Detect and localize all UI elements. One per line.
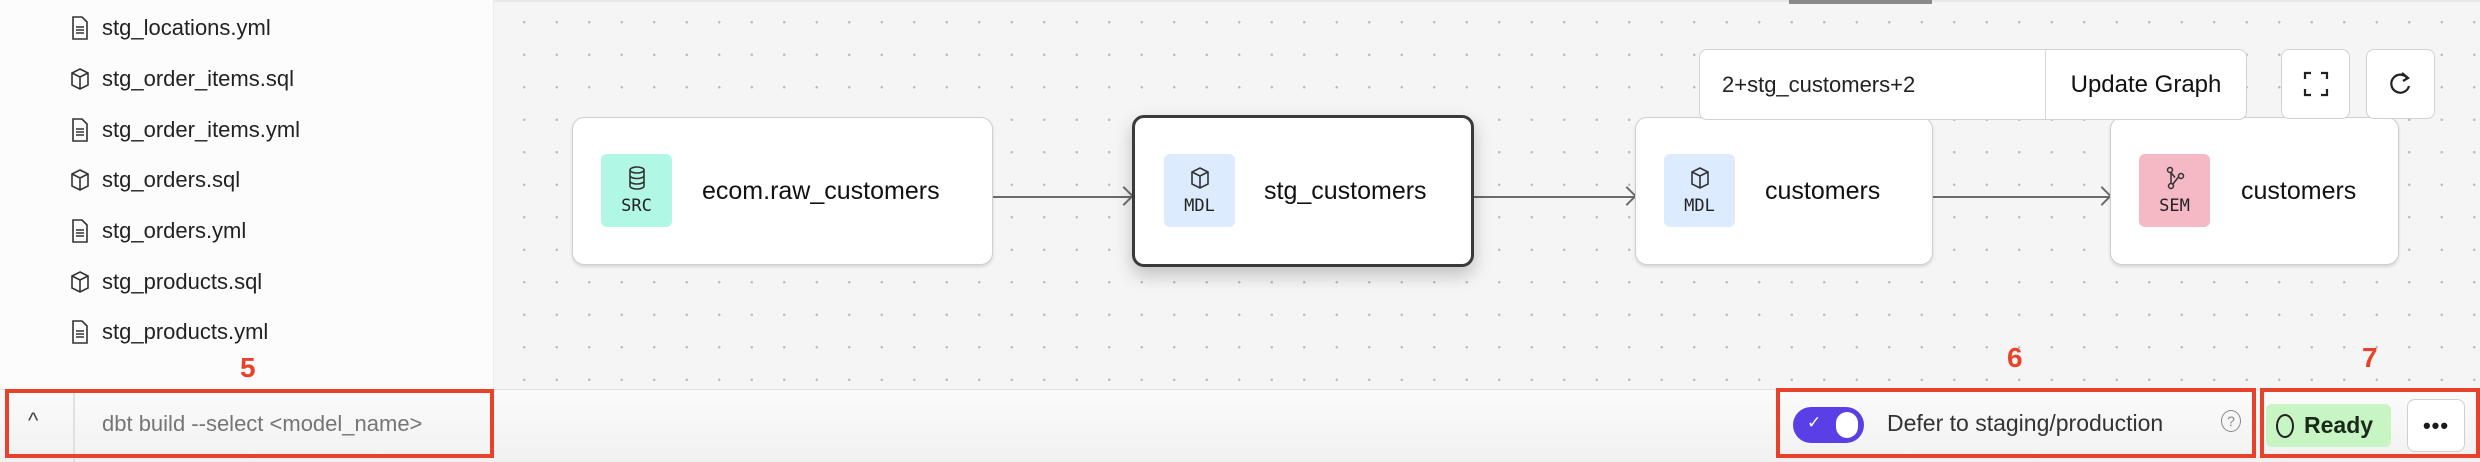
- annotation-box-5: [5, 389, 494, 458]
- node-label: stg_customers: [1264, 176, 1427, 205]
- annotation-box-7: [2260, 388, 2480, 458]
- status-text: Ready: [2304, 412, 2374, 438]
- file-name: stg_locations.yml: [102, 15, 271, 40]
- database-icon: [628, 165, 645, 190]
- file-name: stg_order_items.yml: [102, 117, 301, 142]
- edge: [993, 196, 1132, 198]
- cube-icon: [71, 169, 89, 191]
- update-graph-button[interactable]: Update Graph: [2046, 50, 2246, 119]
- file-text-icon: [72, 118, 88, 142]
- badge-label: SEM: [2159, 195, 2190, 216]
- node-type-badge: SRC: [601, 154, 672, 227]
- semantic-graph-icon: [2166, 166, 2184, 189]
- file-item[interactable]: stg_order_items.yml: [70, 110, 300, 150]
- refresh-button[interactable]: [2366, 49, 2435, 119]
- file-item[interactable]: stg_products.yml: [70, 312, 268, 352]
- check-icon: ✓: [1807, 413, 1822, 432]
- file-text-icon: [72, 219, 88, 243]
- defer-label: Defer to staging/production: [1887, 410, 2164, 436]
- node-label: ecom.raw_customers: [702, 176, 940, 205]
- cube-icon: [1690, 166, 1709, 189]
- badge-label: SRC: [621, 195, 652, 216]
- file-name: stg_products.sql: [102, 269, 263, 294]
- node-label: customers: [2241, 176, 2357, 205]
- toggle-knob: [1836, 412, 1858, 438]
- file-item[interactable]: stg_locations.yml: [70, 8, 271, 48]
- node-type-badge: MDL: [1164, 154, 1235, 227]
- graph-selector-group: Update Graph: [1699, 49, 2247, 120]
- help-icon[interactable]: ?: [2221, 410, 2241, 432]
- cube-icon: [1190, 166, 1209, 189]
- ellipsis-icon: •••: [2422, 412, 2450, 438]
- file-text-icon: [72, 16, 88, 40]
- badge-label: MDL: [1184, 195, 1215, 216]
- node-type-badge: SEM: [2139, 154, 2210, 227]
- cube-icon: [71, 271, 89, 293]
- annotation-label-6: 6: [2007, 342, 2023, 373]
- cube-icon: [71, 68, 89, 90]
- file-name: stg_orders.sql: [102, 167, 241, 192]
- graph-node-selected[interactable]: MDL stg_customers: [1132, 115, 1474, 267]
- command-input[interactable]: [90, 398, 490, 450]
- fullscreen-button[interactable]: [2281, 49, 2350, 119]
- file-name: stg_order_items.sql: [102, 66, 294, 91]
- more-options-button[interactable]: •••: [2407, 399, 2465, 452]
- status-circle-icon: [2276, 413, 2294, 438]
- graph-selector-input[interactable]: [1700, 50, 2046, 119]
- edge: [1933, 196, 2110, 198]
- annotation-label-7: 7: [2362, 342, 2378, 373]
- graph-node-semantic[interactable]: SEM customers: [2110, 117, 2399, 265]
- file-item[interactable]: stg_order_items.sql: [70, 59, 294, 99]
- file-item[interactable]: stg_products.sql: [70, 262, 262, 302]
- divider: [73, 389, 75, 462]
- node-type-badge: MDL: [1664, 154, 1735, 227]
- annotation-label-5: 5: [240, 352, 256, 383]
- node-label: customers: [1765, 176, 1881, 205]
- file-name: stg_products.yml: [102, 319, 269, 344]
- fullscreen-icon: [2303, 71, 2328, 97]
- expand-chevron-up-icon[interactable]: ^: [28, 408, 39, 433]
- defer-toggle[interactable]: ✓: [1793, 407, 1864, 443]
- edge: [1474, 196, 1635, 198]
- file-text-icon: [72, 320, 88, 344]
- file-name: stg_orders.yml: [102, 218, 247, 243]
- status-badge: Ready: [2266, 404, 2391, 447]
- annotation-box-6: [1776, 388, 2256, 458]
- file-item[interactable]: stg_orders.sql: [70, 160, 240, 200]
- badge-label: MDL: [1684, 195, 1715, 216]
- tab-indicator: [1789, 0, 1932, 4]
- file-explorer: stg_locations.yml stg_order_items.sql st…: [0, 0, 494, 389]
- refresh-icon: [2389, 72, 2410, 94]
- file-item[interactable]: stg_orders.yml: [70, 211, 246, 251]
- graph-node-model[interactable]: MDL customers: [1635, 117, 1933, 265]
- graph-node-source[interactable]: SRC ecom.raw_customers: [572, 117, 993, 265]
